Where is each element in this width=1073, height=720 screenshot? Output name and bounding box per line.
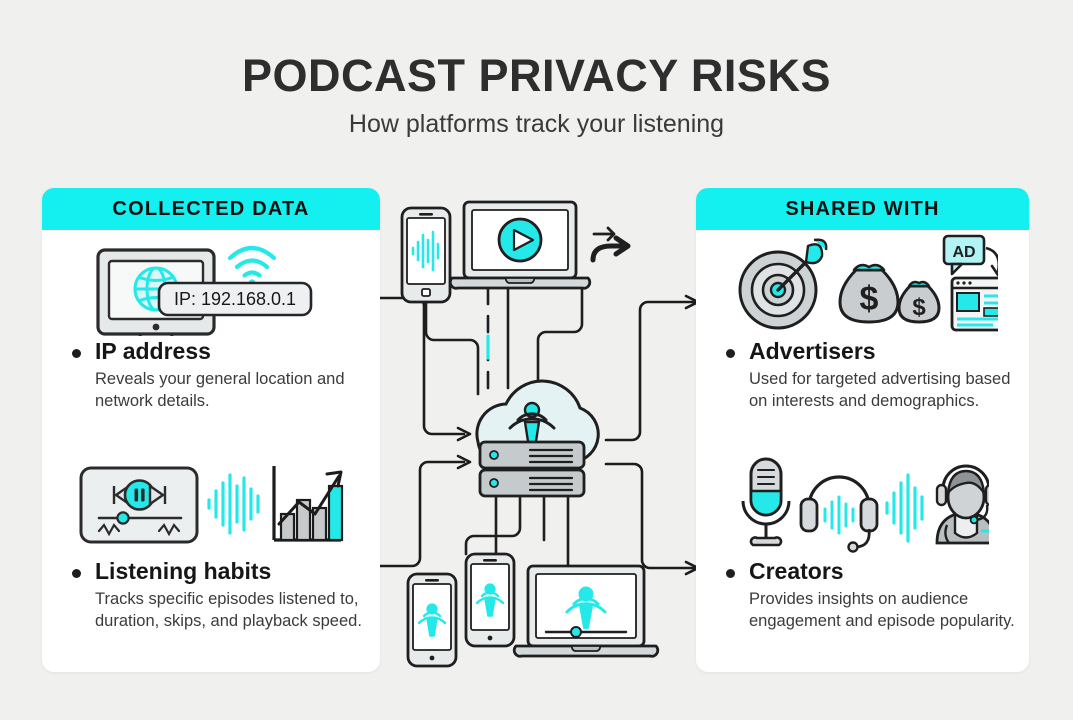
microphone-icon (741, 457, 989, 553)
ip-address-label-text: IP: 192.168.0.1 (174, 289, 296, 309)
target-dartboard-icon: $ $ AD (738, 234, 998, 332)
arrow-cloud-to-creators (604, 462, 696, 570)
monitor-globe-icon: IP: 192.168.0.1 (96, 245, 313, 336)
ip-address-artwork: IP: 192.168.0.1 (42, 230, 380, 338)
arrow-left-to-cloud-upper (380, 296, 466, 436)
advertisers-artwork: $ $ AD (696, 230, 1029, 338)
server-rack-icon (478, 440, 586, 498)
podcaster-person-icon (935, 464, 989, 545)
list-item-title: Creators (749, 558, 844, 584)
list-item-ip-address: IP: 192.168.0.1 IP address Reveals your … (42, 230, 380, 413)
list-item-title: IP address (95, 338, 211, 364)
ip-address-heading-row: IP address (42, 338, 380, 364)
list-item-description: Provides insights on audience engagement… (749, 590, 1015, 631)
svg-text:$: $ (912, 294, 926, 321)
arrow-cloud-to-advertisers (604, 300, 696, 442)
list-item-creators: Creators Provides insights on audience e… (696, 450, 1029, 633)
page-title: PODCAST PRIVACY RISKS (242, 50, 831, 101)
share-arrows-icon (590, 226, 631, 263)
svg-text:$: $ (859, 280, 878, 318)
listening-habits-heading-row: Listening habits (42, 558, 380, 584)
list-item-listening-habits: Listening habits Tracks specific episode… (42, 450, 380, 633)
arrow-head-creators (684, 560, 696, 576)
listening-habits-artwork (42, 450, 380, 558)
laptop-podcast-player-icon (512, 564, 660, 658)
headset-icon (799, 475, 878, 553)
creators-heading-row: Creators (696, 558, 1029, 584)
list-item-description: Used for targeted advertising based on i… (749, 370, 1011, 411)
creators-artwork (696, 450, 1029, 558)
podcast-broadcast-icon (508, 401, 556, 430)
media-player-icon (79, 466, 344, 544)
bullet-icon (72, 569, 81, 578)
advertisers-heading-row: Advertisers (696, 338, 1029, 364)
ad-browser-window-icon: AD (942, 234, 998, 332)
bullet-icon (72, 349, 81, 358)
arrow-left-to-cloud-lower (380, 460, 466, 568)
money-bag-icon: $ $ (837, 263, 941, 324)
laptop-play-button-icon (448, 200, 592, 290)
ad-label-text: AD (952, 244, 975, 261)
collected-data-header: COLLECTED DATA (42, 188, 380, 230)
bullet-icon (726, 569, 735, 578)
shared-with-header: SHARED WITH (696, 188, 1029, 230)
collected-data-panel: COLLECTED DATA (42, 188, 380, 672)
smartphone-waveform-icon (400, 206, 452, 304)
list-item-description: Tracks specific episodes listened to, du… (95, 590, 362, 631)
data-flow-diagram (380, 200, 696, 668)
smartphone-podcast-icon (406, 572, 458, 668)
list-item-description: Reveals your general location and networ… (95, 370, 345, 411)
smartphone-podcast-icon (464, 552, 516, 648)
shared-with-panel: SHARED WITH $ (696, 188, 1029, 672)
list-item-title: Listening habits (95, 558, 272, 584)
list-item-title: Advertisers (749, 338, 876, 364)
page-subtitle: How platforms track your listening (348, 110, 725, 138)
arrow-head-upper (456, 426, 472, 442)
arrow-head-lower (456, 454, 472, 470)
ip-address-label-shape (157, 281, 313, 317)
bar-chart-trend-icon (272, 466, 344, 542)
audio-waveform-icon (207, 473, 260, 535)
bullet-icon (726, 349, 735, 358)
arrow-head-advertisers (684, 294, 696, 310)
list-item-advertisers: $ $ AD (696, 230, 1029, 413)
audio-waveform-icon (884, 473, 924, 543)
